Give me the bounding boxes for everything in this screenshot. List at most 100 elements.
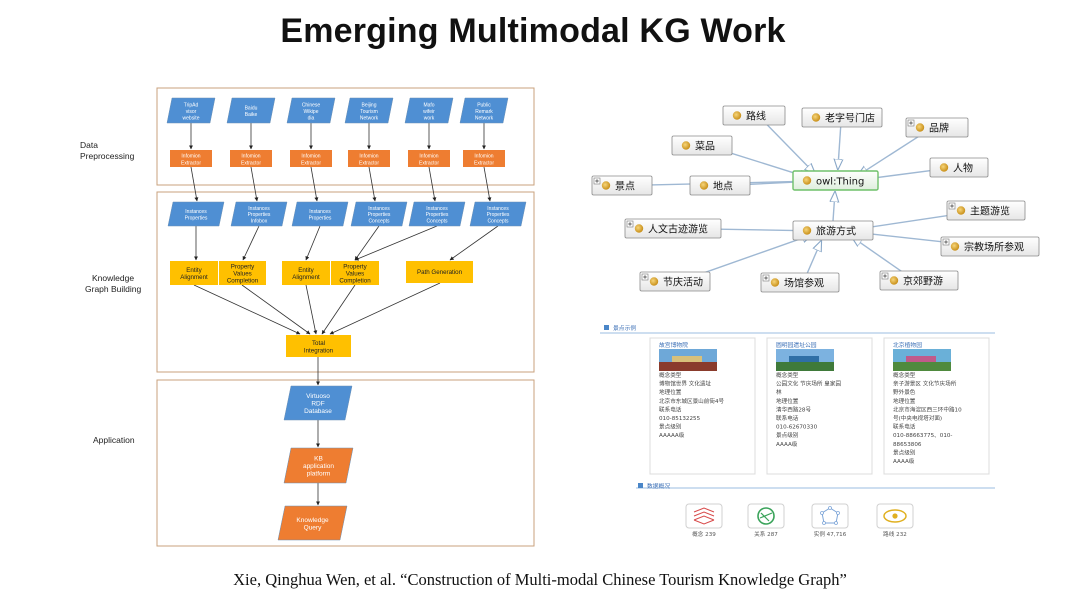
ontology-graph: 路线老字号门店 品牌菜品人物景点 地点主题游览人文古迹游览宗教场所参观节庆活动 场馆参…: [591, 105, 1040, 293]
virtuoso-node: [283, 385, 353, 421]
ontology-node[interactable]: 节庆活动: [639, 271, 711, 292]
class-dot-icon: [956, 206, 966, 215]
ontology-root-node[interactable]: owl:Thing: [792, 170, 879, 191]
flow-arrow: [449, 225, 499, 261]
ontology-node[interactable]: 京郊野游: [879, 270, 959, 291]
source-node: [226, 97, 276, 124]
poi-card-line: AAAA级: [893, 457, 915, 465]
ontology-node-label: 主题游览: [970, 204, 1010, 217]
poi-photo: [893, 349, 951, 371]
ontology-node[interactable]: 宗教场所参观: [940, 236, 1040, 257]
ontology-node-label: 京郊野游: [903, 274, 943, 287]
source-node: [286, 97, 336, 124]
ontology-node[interactable]: 人文古迹游览: [624, 218, 722, 239]
poi-card-line: 亲子游景区 文化节庆场所: [893, 380, 957, 388]
entity-alignment-node: [170, 261, 218, 285]
poi-card-line: 概念类型: [659, 371, 682, 379]
flow-arrow: [428, 166, 437, 202]
source-node: [166, 97, 216, 124]
flow-arrow: [310, 166, 319, 202]
ontology-node[interactable]: 景点: [591, 175, 653, 196]
stat-tile[interactable]: 概念 239: [685, 503, 723, 538]
source-node: [404, 97, 454, 124]
kb-platform-node: [283, 447, 354, 484]
ontology-node-label: 菜品: [695, 140, 715, 152]
flow-arrow: [305, 225, 321, 261]
poi-card-line: 景点级别: [893, 448, 916, 456]
instance-node: [230, 201, 288, 227]
section-label-application: Application: [93, 435, 135, 445]
flow-arrow: [321, 284, 356, 335]
ontology-node[interactable]: 品牌: [905, 117, 969, 138]
poi-card-line: 景点级别: [776, 431, 799, 439]
slide-title: Emerging Multimodal KG Work: [280, 12, 786, 50]
class-dot-icon: [811, 113, 821, 122]
subclass-edge: [858, 129, 929, 175]
property-completion-node: [331, 261, 379, 285]
flow-arrow: [483, 166, 492, 202]
pipeline-arrows: [189, 123, 499, 506]
ontology-node-label: 宗教场所参观: [964, 240, 1024, 253]
ontology-node[interactable]: 人物: [929, 157, 989, 178]
poi-card-line: 北京市海淀区西三环中路10: [893, 405, 962, 413]
citation: Xie, Qinghua Wen, et al. “Construction o…: [233, 570, 847, 589]
route-icon: [883, 509, 907, 523]
source-node: [459, 97, 509, 124]
flow-arrow: [242, 225, 260, 261]
subclass-edge: [838, 123, 841, 169]
poi-card-title[interactable]: 故宫博物院: [659, 341, 688, 349]
poi-card-title[interactable]: 圆明园遗址公园: [776, 341, 817, 349]
flow-arrow: [193, 284, 301, 335]
poi-card-line: 地理位置: [893, 397, 916, 405]
flow-arrow: [329, 282, 441, 335]
ontology-node-label: 地点: [713, 179, 733, 192]
poi-card-line: 88653806: [893, 442, 922, 448]
ontology-node[interactable]: 路线: [722, 105, 786, 126]
class-dot-icon: [732, 111, 742, 120]
poi-card-line: 联系电话: [893, 423, 916, 431]
ontology-node[interactable]: 老字号门店: [801, 107, 883, 128]
ontology-node-label: 人物: [953, 161, 973, 174]
stat-tile[interactable]: 路线 232: [876, 503, 914, 538]
ontology-hub-node[interactable]: 旅游方式: [792, 220, 874, 241]
stat-tile[interactable]: 关系 287: [747, 503, 785, 538]
class-dot-icon: [939, 163, 949, 172]
ontology-node[interactable]: 主题游览: [946, 200, 1026, 221]
class-dot-icon: [681, 141, 691, 150]
ontology-node[interactable]: 菜品: [671, 135, 733, 156]
extractor-node: [408, 150, 450, 167]
poi-card-title[interactable]: 北京植物园: [893, 341, 922, 349]
ontology-node-label: owl:Thing: [816, 176, 864, 187]
ontology-node[interactable]: 场馆参观: [760, 272, 840, 293]
class-dot-icon: [802, 176, 812, 185]
poi-card-line: 林: [776, 388, 782, 396]
ontology-node[interactable]: 地点: [689, 175, 751, 196]
instance-node: [469, 201, 527, 227]
instance-icon: [820, 506, 840, 525]
stat-tile[interactable]: 实例 47,716: [811, 503, 849, 538]
poi-card-line: 公园文化 节庆场所 皇家园: [776, 380, 841, 388]
subclass-edge: [804, 241, 821, 278]
poi-card-line: 010-62670330: [776, 425, 818, 431]
stat-label: 关系 287: [754, 530, 778, 538]
poi-card-line: 景点级别: [659, 423, 682, 431]
ontology-node-label: 节庆活动: [663, 275, 703, 288]
poi-card-line: 博物馆世界 文化遗址: [659, 380, 712, 388]
ontology-node-label: 景点: [615, 180, 635, 192]
